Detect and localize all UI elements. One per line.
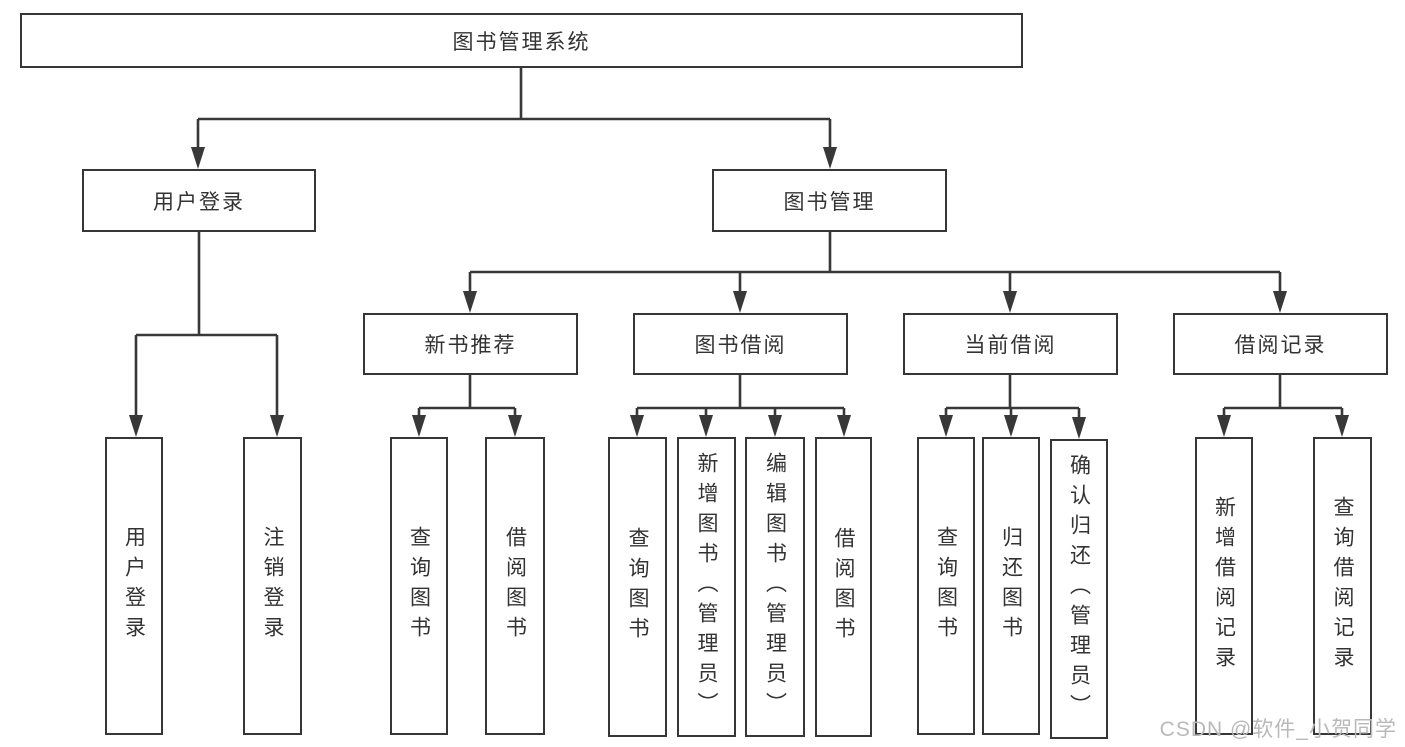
leaf-add-borrow-record-label: 新增借阅记录 <box>1212 496 1236 676</box>
node-current-borrow-label: 当前借阅 <box>964 334 1057 357</box>
leaf-add-borrow-record: 新增借阅记录 <box>1195 437 1253 735</box>
leaf-borrow-books-2-label: 借阅图书 <box>832 527 855 647</box>
node-book-borrow: 图书借阅 <box>633 313 848 375</box>
node-user-login: 用户登录 <box>82 169 316 232</box>
leaf-confirm-return-admin-label: 确认归还（管理员） <box>1067 454 1091 724</box>
leaf-query-books-current: 查询图书 <box>917 437 975 735</box>
node-book-management: 图书管理 <box>712 169 947 232</box>
node-new-book-recommend: 新书推荐 <box>363 313 578 375</box>
leaf-query-books-recommend: 查询图书 <box>390 437 448 735</box>
leaf-return-books: 归还图书 <box>982 437 1040 735</box>
leaf-edit-book-admin-label: 编辑图书（管理员） <box>763 452 787 722</box>
leaf-query-books-recommend-label: 查询图书 <box>407 526 431 646</box>
leaf-logout: 注销登录 <box>243 437 302 735</box>
leaf-borrow-books-recommend: 借阅图书 <box>485 437 545 735</box>
leaf-query-books-borrow-label: 查询图书 <box>626 527 649 647</box>
leaf-logout-label: 注销登录 <box>261 526 284 646</box>
leaf-borrow-books-2: 借阅图书 <box>815 437 872 737</box>
leaf-confirm-return-admin: 确认归还（管理员） <box>1050 439 1108 739</box>
node-new-book-recommend-label: 新书推荐 <box>424 334 517 357</box>
node-user-login-label: 用户登录 <box>153 190 245 214</box>
node-book-management-label: 图书管理 <box>783 190 876 214</box>
leaf-add-book-admin-label: 新增图书（管理员） <box>695 452 718 722</box>
leaf-borrow-books-recommend-label: 借阅图书 <box>503 526 527 646</box>
leaf-query-books-borrow: 查询图书 <box>608 437 667 737</box>
leaf-user-login: 用户登录 <box>105 437 163 735</box>
csdn-watermark: CSDN @软件_小贺同学 <box>1159 718 1397 741</box>
leaf-edit-book-admin: 编辑图书（管理员） <box>745 437 805 737</box>
node-book-borrow-label: 图书借阅 <box>694 334 787 357</box>
leaf-add-book-admin: 新增图书（管理员） <box>677 437 736 737</box>
leaf-return-books-label: 归还图书 <box>999 526 1023 646</box>
node-borrow-records-label: 借阅记录 <box>1234 334 1327 357</box>
node-root: 图书管理系统 <box>20 13 1023 68</box>
leaf-query-books-current-label: 查询图书 <box>934 526 958 646</box>
leaf-query-borrow-record-label: 查询借阅记录 <box>1331 496 1354 676</box>
leaf-query-borrow-record: 查询借阅记录 <box>1313 437 1372 735</box>
node-current-borrow: 当前借阅 <box>903 313 1118 375</box>
node-borrow-records: 借阅记录 <box>1173 313 1388 375</box>
leaf-user-login-label: 用户登录 <box>122 526 146 646</box>
node-root-label: 图书管理系统 <box>452 30 591 54</box>
